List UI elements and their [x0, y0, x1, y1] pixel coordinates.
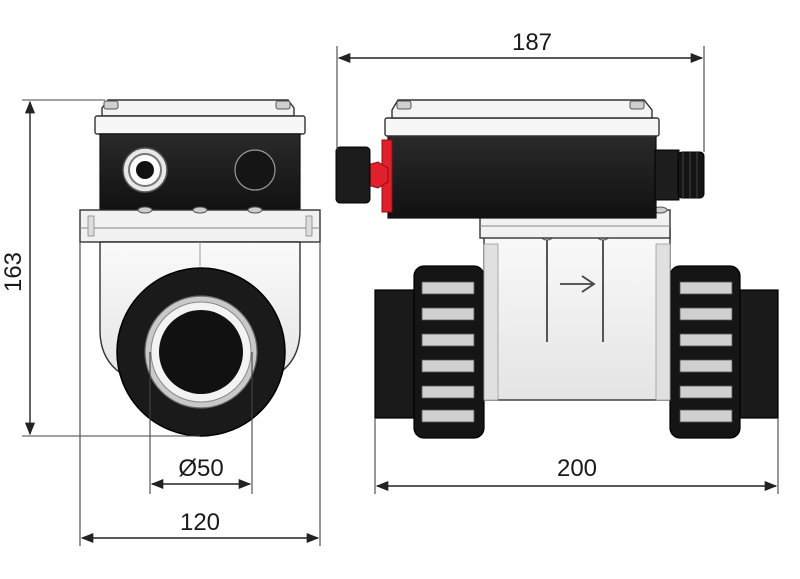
front-blind-plug-icon — [234, 149, 276, 191]
dimension-height-left: 163 — [0, 99, 200, 437]
dim-label-120: 120 — [180, 509, 220, 536]
front-flange — [79, 209, 321, 243]
side-lid-top — [391, 99, 653, 119]
side-left-terminal — [335, 146, 371, 204]
front-lid-top — [101, 99, 295, 117]
side-view — [335, 99, 779, 439]
dimension-pipe-diameter: Ø50 — [149, 352, 253, 494]
side-body — [483, 227, 671, 401]
side-control-box — [387, 133, 657, 219]
dim-label-187: 187 — [512, 29, 552, 56]
side-right-cable-gland — [654, 149, 680, 201]
dimension-length-side: 200 — [374, 418, 779, 494]
front-pipe-bore — [159, 310, 243, 394]
dimension-width-front: 120 — [79, 242, 321, 546]
dim-label-200: 200 — [557, 455, 597, 482]
dim-label-d50: Ø50 — [178, 455, 223, 482]
front-view — [79, 99, 321, 437]
dimension-width-top: 187 — [336, 29, 705, 152]
front-lid-rim — [94, 115, 306, 135]
side-lid-rim — [384, 117, 660, 137]
flow-arrow-icon — [560, 275, 596, 293]
dim-label-163: 163 — [0, 252, 27, 292]
